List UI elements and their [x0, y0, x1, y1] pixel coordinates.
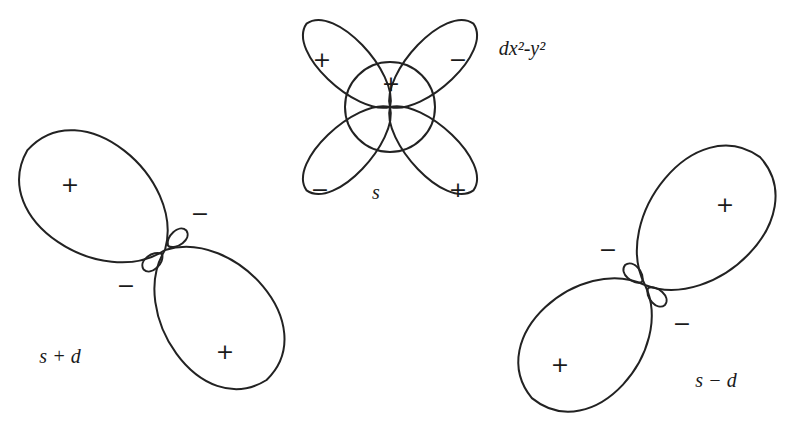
phase-sign: +	[313, 49, 331, 71]
orbital-label: dx²-y²	[499, 38, 545, 58]
phase-sign: −	[311, 179, 329, 201]
small-lobe	[620, 260, 647, 287]
phase-sign: +	[216, 341, 234, 363]
orbital-label: s + d	[39, 346, 80, 366]
phase-sign: +	[716, 194, 734, 216]
hybrid-lobe	[122, 216, 310, 414]
phase-sign: −	[117, 275, 135, 297]
hybrid-lobe	[493, 246, 684, 429]
phase-sign: −	[673, 313, 691, 335]
s-orbital-circle	[345, 62, 435, 152]
orbital-label: s	[372, 182, 380, 202]
small-lobe	[163, 225, 191, 252]
orbital-label: s − d	[695, 370, 736, 390]
hybrid-lobe	[603, 119, 786, 322]
small-lobe	[643, 283, 670, 310]
phase-sign: −	[191, 203, 209, 225]
phase-sign: +	[382, 73, 400, 95]
phase-sign: −	[449, 49, 467, 71]
hybrid-lobe	[0, 104, 198, 295]
d-orbital-lobe	[373, 90, 491, 208]
phase-sign: +	[61, 174, 79, 196]
phase-sign: −	[599, 239, 617, 261]
phase-sign: +	[551, 354, 569, 376]
phase-sign: +	[449, 179, 467, 201]
small-lobe	[139, 248, 167, 275]
